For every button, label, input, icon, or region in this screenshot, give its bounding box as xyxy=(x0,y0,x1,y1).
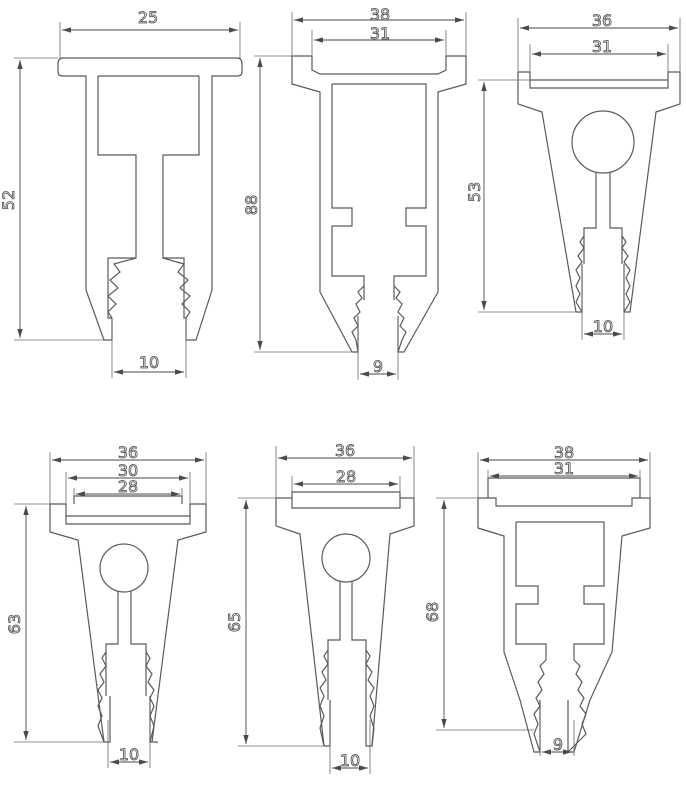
profile-1-teeth-left xyxy=(107,257,137,319)
profile-4-inner-slot xyxy=(65,495,191,525)
profile-4-stem xyxy=(105,591,147,696)
profile-3-teeth-right xyxy=(621,235,631,313)
profile-3-dim-inner: 31 xyxy=(592,37,612,56)
profile-5-teeth-right xyxy=(365,649,375,747)
profile-4-dim-bottom: 10 xyxy=(119,745,139,764)
profile-5-dim-height: 65 xyxy=(225,612,244,632)
profile-2-dim-inner: 31 xyxy=(370,24,390,43)
profile-1-inner-cavity xyxy=(97,75,200,319)
profile-4-teeth-right xyxy=(145,651,155,743)
profile-5-teeth-left xyxy=(319,649,329,747)
profile-4: 36 30 28 63 10 xyxy=(5,443,207,768)
profile-6-dim-top: 38 xyxy=(554,443,574,462)
profile-5-dim-top: 36 xyxy=(335,441,355,460)
profile-6: 38 31 68 9 xyxy=(423,443,651,756)
profile-2-dim-height: 88 xyxy=(242,195,261,215)
profile-2-inner-cavity xyxy=(331,83,427,300)
profile-5-dim-bottom: 10 xyxy=(340,751,360,770)
profile-4-dim-top: 36 xyxy=(118,443,138,462)
profile-2-dim-top: 38 xyxy=(370,5,390,24)
profile-2-dim-bottom: 9 xyxy=(373,357,383,376)
profile-5: 36 28 65 10 xyxy=(225,441,415,774)
profile-3-dim-height: 53 xyxy=(465,182,484,202)
profile-1: 25 52 10 xyxy=(0,8,243,378)
profile-1-outline xyxy=(57,57,243,341)
profile-2: 38 31 88 9 xyxy=(242,5,467,380)
profile-6-dim-bottom: 9 xyxy=(553,735,563,754)
profile-6-dim-inner: 31 xyxy=(554,459,574,478)
profile-4-outline xyxy=(49,503,207,743)
profile-5-circle-slot xyxy=(321,533,371,583)
profile-3-stem xyxy=(583,172,623,264)
profile-5-stem xyxy=(327,581,367,700)
profile-3-inner-slot xyxy=(529,80,669,89)
profile-3-circle-slot xyxy=(571,110,635,174)
profile-3-outline xyxy=(517,71,681,313)
profile-6-inner-slot xyxy=(487,477,641,498)
profile-4-circle-slot xyxy=(99,543,149,593)
profile-3-dim-bottom: 10 xyxy=(593,317,613,336)
profile-6-inner-cavity xyxy=(515,521,605,660)
profile-2-outline xyxy=(291,55,467,353)
profile-6-teeth-right xyxy=(567,659,587,753)
profile-3: 36 31 53 10 xyxy=(465,11,681,340)
profile-2-teeth-right xyxy=(393,285,407,353)
profile-6-outline xyxy=(477,497,651,753)
profile-5-inner-slot xyxy=(291,491,401,498)
profile-4-dim-height: 63 xyxy=(5,614,24,634)
profile-4-dim-inner: 28 xyxy=(118,477,138,496)
profile-4-teeth-left xyxy=(97,651,107,743)
profile-5-outline xyxy=(275,497,415,747)
profile-2-teeth-left xyxy=(351,285,365,353)
profile-3-teeth-left xyxy=(575,235,585,313)
profile-3-dim-top: 36 xyxy=(592,11,612,30)
profile-4-dim-mid: 30 xyxy=(118,461,138,480)
profile-1-dim-top: 25 xyxy=(138,8,158,27)
profile-1-dim-bottom: 10 xyxy=(139,353,159,372)
profile-1-teeth-right xyxy=(162,257,191,319)
profile-6-dim-height: 68 xyxy=(423,602,442,622)
profile-1-dim-height: 52 xyxy=(0,190,18,210)
profile-6-teeth-left xyxy=(533,659,547,753)
profile-5-dim-inner: 28 xyxy=(336,467,356,486)
